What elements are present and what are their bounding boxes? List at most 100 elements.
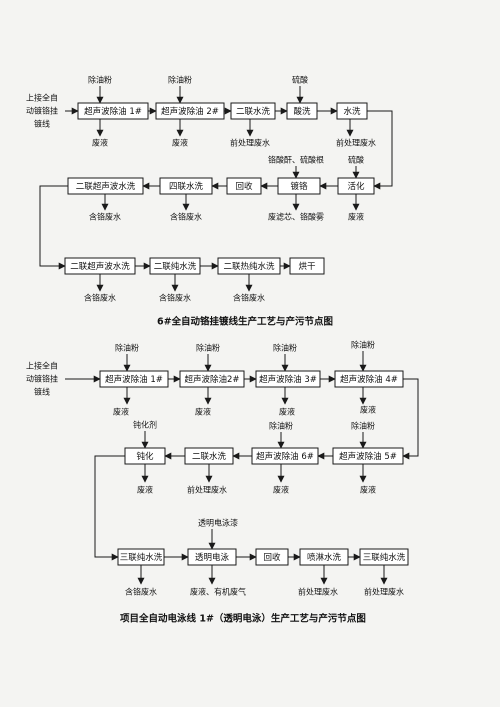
d2-box-ultrasonic-3: 超声波除油 3# bbox=[255, 370, 321, 388]
d1-box-rinse-2-frame bbox=[230, 102, 276, 120]
d2-box-rinse-2: 二联水洗 bbox=[184, 447, 234, 465]
d1-output-waste-2: 废液 bbox=[172, 138, 188, 148]
d1-box-wash: 水洗 bbox=[336, 102, 368, 120]
d2-box-transparent-ep: 透明电泳 bbox=[187, 548, 237, 566]
d2-box-transparent-ep-label: 透明电泳 bbox=[195, 552, 230, 563]
d2-source-text-line: 动镀铬挂 bbox=[26, 374, 58, 384]
d1-input-sulfuric-1: 硫酸 bbox=[292, 75, 308, 85]
d2-box-passivation: 钝化 bbox=[124, 447, 166, 465]
d1-box-rinse-4-frame bbox=[159, 177, 213, 195]
d2-box-pure-rinse-3b-label: 三联纯水洗 bbox=[363, 552, 406, 563]
d1-box-drying: 烘干 bbox=[289, 257, 325, 275]
d2-input-degreaser-2: 除油粉 bbox=[196, 343, 220, 353]
d1-box-drying-label: 烘干 bbox=[298, 261, 316, 272]
d2-box-ultrasonic-5: 超声波除油 5# bbox=[332, 447, 404, 465]
d2-input-degreaser-5: 除油粉 bbox=[351, 421, 375, 431]
d1-box-hot-pure-rinse-label: 二联热纯水洗 bbox=[223, 261, 275, 272]
d1-box-chrome-plating: 镀铬 bbox=[277, 177, 321, 195]
d2-box-pure-rinse-3: 三联纯水洗 bbox=[117, 548, 165, 566]
d2-box-ultrasonic-4-label: 超声波除油 4# bbox=[340, 374, 398, 385]
d2-box-recovery-2-label: 回收 bbox=[263, 552, 281, 563]
d2-box-ultrasonic-6-frame bbox=[251, 447, 319, 465]
d2-output-waste-6: 废液 bbox=[273, 485, 289, 495]
d1-output-cr-water-4: 含铬废水 bbox=[159, 293, 191, 303]
d1-output-pre-water-1: 前处理废水 bbox=[230, 138, 270, 148]
d2-box-spray-rinse: 喷淋水洗 bbox=[299, 548, 349, 566]
d2-input-ep-paint: 透明电泳漆 bbox=[198, 518, 238, 528]
d1-box-activation-label: 活化 bbox=[347, 181, 365, 192]
d2-box-transparent-ep-frame bbox=[187, 548, 237, 566]
d1-box-activation: 活化 bbox=[337, 177, 375, 195]
d1-arrow-10-11 bbox=[39, 185, 68, 270]
d1-output-waste-5: 废液 bbox=[348, 212, 364, 222]
d2-box-recovery-2: 回收 bbox=[255, 548, 289, 566]
d2-box-rinse-2-label: 二联水洗 bbox=[192, 451, 227, 462]
d1-box-pure-rinse-label: 二联纯水洗 bbox=[154, 261, 197, 272]
d2-box-spray-rinse-label: 喷淋水洗 bbox=[307, 552, 342, 563]
d2-box-passivation-frame bbox=[124, 447, 166, 465]
d2-box-ultrasonic-6: 超声波除油 6# bbox=[251, 447, 319, 465]
d2-box-ultrasonic-2: 超声波除油2# bbox=[179, 370, 245, 388]
d1-box-rinse-4: 四联水洗 bbox=[159, 177, 213, 195]
d2-output-cr-water: 含铬废水 bbox=[125, 587, 157, 597]
d1-box-chrome-plating-label: 镀铬 bbox=[290, 181, 308, 192]
d2-source-text-line: 上接全自 bbox=[26, 361, 58, 371]
d1-output-cr-water-1: 含铬废水 bbox=[170, 212, 202, 222]
d1-output-cr-water-3: 含铬废水 bbox=[84, 293, 116, 303]
d1-box-recovery-1: 回收 bbox=[226, 177, 262, 195]
d1-box-pickling-label: 酸洗 bbox=[293, 106, 311, 117]
d1-box-wash-frame bbox=[336, 102, 368, 120]
d1-box-ultrasonic-1-frame bbox=[77, 102, 149, 120]
d2-box-pure-rinse-3b: 三联纯水洗 bbox=[359, 548, 409, 566]
d2-box-pure-rinse-3-label: 三联纯水洗 bbox=[120, 552, 163, 563]
d1-input-sulfuric-2: 硫酸 bbox=[348, 155, 364, 165]
d1-output-pre-water-2: 前处理废水 bbox=[336, 138, 376, 148]
d2-box-ultrasonic-2-frame bbox=[179, 370, 245, 388]
d1-box-ultrasonic-2: 超声波除油 2# bbox=[155, 102, 225, 120]
d2-output-waste-5: 废液 bbox=[360, 485, 376, 495]
d2-box-ultrasonic-3-frame bbox=[255, 370, 321, 388]
d1-box-pickling-frame bbox=[286, 102, 318, 120]
d1-box-hot-pure-rinse: 二联热纯水洗 bbox=[217, 257, 281, 275]
d1-box-recovery-1-label: 回收 bbox=[235, 181, 253, 192]
d1-box-ultrasonic-2-frame bbox=[155, 102, 225, 120]
d1-box-drying-frame bbox=[289, 257, 325, 275]
d2-box-passivation-label: 钝化 bbox=[136, 451, 154, 462]
d2-output-waste-8: 废液 bbox=[137, 485, 153, 495]
d1-output-waste-1: 废液 bbox=[92, 138, 108, 148]
d1-box-pure-rinse: 二联纯水洗 bbox=[149, 257, 201, 275]
d2-output-waste-1: 废液 bbox=[113, 407, 129, 417]
d2-box-ultrasonic-2-label: 超声波除油2# bbox=[184, 374, 239, 385]
d2-box-ultrasonic-5-frame bbox=[332, 447, 404, 465]
d1-box-wash-label: 水洗 bbox=[343, 106, 361, 117]
d2-box-pure-rinse-3-frame bbox=[117, 548, 165, 566]
d1-box-rinse-2-label: 二联水洗 bbox=[236, 106, 271, 117]
d1-box-hot-pure-rinse-frame bbox=[217, 257, 281, 275]
d1-output-filter: 废滤芯、铬酸雾 bbox=[268, 212, 324, 222]
d1-box-activation-frame bbox=[337, 177, 375, 195]
d1-source-text-line: 镀线 bbox=[34, 119, 50, 129]
d2-box-ultrasonic-3-label: 超声波除油 3# bbox=[259, 374, 317, 385]
d2-input-passivator: 钝化剂 bbox=[133, 420, 157, 430]
d2-input-degreaser-3: 除油粉 bbox=[273, 343, 297, 353]
d2-arrow-8-9 bbox=[94, 455, 125, 561]
process-boxes: 超声波除油 1#超声波除油 2#二联水洗酸洗水洗活化镀铬回收四联水洗二联超声波水… bbox=[64, 102, 409, 566]
d1-box-ultrasonic-2-label: 超声波除油 2# bbox=[161, 106, 219, 117]
d2-source-text-line: 镀线 bbox=[34, 387, 50, 397]
flow-labels: 上接全自动镀铬挂镀线除油粉除油粉硫酸废液废液前处理废水前处理废水硫酸废液铬酸酐、… bbox=[26, 75, 404, 625]
d1-box-ultra-rinse-1-label: 二联超声波水洗 bbox=[76, 181, 136, 192]
d2-output-waste-gas: 废液、有机废气 bbox=[190, 587, 246, 597]
d2-box-ultrasonic-4-frame bbox=[334, 370, 404, 388]
d1-source-text-line: 上接全自 bbox=[26, 93, 58, 103]
d2-box-ultrasonic-5-label: 超声波除油 5# bbox=[339, 451, 397, 462]
d1-box-ultrasonic-1-label: 超声波除油 1# bbox=[84, 106, 142, 117]
d1-input-chromic: 铬酸酐、硫酸根 bbox=[268, 155, 324, 165]
d1-box-pure-rinse-frame bbox=[149, 257, 201, 275]
d1-box-recovery-1-frame bbox=[226, 177, 262, 195]
d1-title: 6#全自动铬挂镀线生产工艺与产污节点图 bbox=[157, 316, 333, 328]
d1-box-ultra-rinse-1: 二联超声波水洗 bbox=[67, 177, 144, 195]
d1-source-text-line: 动镀铬挂 bbox=[26, 106, 58, 116]
d1-output-cr-water-5: 含铬废水 bbox=[233, 293, 265, 303]
